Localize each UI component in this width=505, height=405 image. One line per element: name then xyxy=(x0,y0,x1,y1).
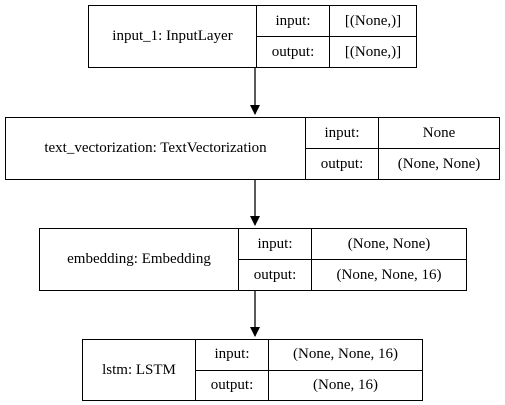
input-shape: [(None,)] xyxy=(330,6,416,37)
node-text-vectorization: text_vectorization: TextVectorization in… xyxy=(5,117,500,180)
port-labels: input: output: xyxy=(196,340,269,400)
node-name: embedding: Embedding xyxy=(40,229,239,290)
node-lstm: lstm: LSTM input: output: (None, None, 1… xyxy=(82,339,423,401)
node-name: input_1: InputLayer xyxy=(89,6,257,67)
output-shape: (None, None, 16) xyxy=(336,266,442,283)
port-values: (None, None, 16) (None, 16) xyxy=(269,340,422,400)
port-labels: input: output: xyxy=(257,6,330,67)
node-embedding: embedding: Embedding input: output: (Non… xyxy=(39,228,467,291)
node-name: lstm: LSTM xyxy=(83,340,196,400)
input-label: input: xyxy=(306,118,378,149)
node-input-1: input_1: InputLayer input: output: [(Non… xyxy=(88,5,417,68)
port-labels: input: output: xyxy=(306,118,379,179)
node-name: text_vectorization: TextVectorization xyxy=(6,118,306,179)
output-shape: [(None,)] xyxy=(344,43,402,60)
input-label: input: xyxy=(239,229,311,260)
port-values: None (None, None) xyxy=(379,118,499,179)
input-shape: (None, None, 16) xyxy=(269,340,422,371)
input-shape: None xyxy=(379,118,499,149)
input-shape: (None, None) xyxy=(312,229,466,260)
port-values: (None, None) (None, None, 16) xyxy=(312,229,466,290)
port-values: [(None,)] [(None,)] xyxy=(330,6,416,67)
output-label: output: xyxy=(210,376,254,393)
input-label: input: xyxy=(257,6,329,37)
output-shape: (None, 16) xyxy=(313,376,378,393)
input-label: input: xyxy=(196,340,268,371)
output-label: output: xyxy=(253,266,297,283)
output-label: output: xyxy=(320,155,364,172)
output-shape: (None, None) xyxy=(397,155,481,172)
output-label: output: xyxy=(271,43,315,60)
port-labels: input: output: xyxy=(239,229,312,290)
